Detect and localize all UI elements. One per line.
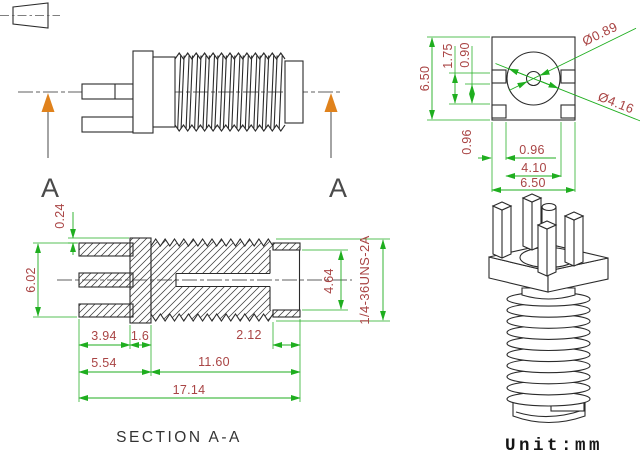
dim-flange-step: 0.24	[53, 203, 67, 229]
side-view: A A	[18, 50, 347, 203]
fork-bottom	[78, 303, 134, 318]
section-arrow-right-icon	[324, 93, 338, 112]
bore-outlines	[175, 250, 301, 310]
thread-profile	[174, 52, 286, 132]
dim-socket-bore: 4.64	[322, 268, 336, 294]
isometric-view	[488, 193, 609, 423]
fork-top	[78, 242, 134, 257]
flange-view: 6.50 1.75 0.90 0.96 0.96 4.10 6.50 Ø0.89…	[418, 19, 640, 193]
dim-pin-spacing: 4.10	[521, 161, 547, 175]
dim-front-length: 5.54	[91, 356, 117, 370]
dim-center-pin-dia: Ø0.89	[580, 19, 620, 49]
iso-legs-and-pin	[491, 193, 585, 277]
ground-leg	[81, 116, 134, 133]
unit-label: Unit:mm	[505, 436, 603, 456]
dim-rear-length: 11.60	[198, 355, 230, 369]
dim-pin-offset-a: 1.75	[441, 43, 455, 69]
socket-wall-top	[272, 242, 301, 251]
neck	[152, 56, 176, 128]
section-view: 0.24 6.02 3.94 1.6 2.12 5.54 11.60 17.14…	[24, 203, 390, 446]
dim-overall-length: 17.14	[173, 383, 206, 397]
iso-threaded-body	[506, 287, 591, 423]
section-arrow-left-icon	[41, 93, 55, 112]
section-caption: SECTION A-A	[116, 429, 242, 446]
dim-socket-depth: 2.12	[236, 328, 262, 342]
section-marker-left: A	[41, 173, 59, 203]
section-marker-right: A	[329, 173, 347, 203]
flange-dimension-lines	[429, 27, 640, 193]
dim-recess-dia: Ø4.16	[596, 89, 636, 117]
dim-neck-length: 1.6	[131, 329, 149, 343]
dim-pin-offset-b: 0.90	[458, 42, 472, 68]
center-pin	[81, 83, 134, 100]
pin-bore	[176, 273, 270, 287]
thread-spec-label: 1/4-36UNS-2A	[357, 235, 372, 324]
dim-pin-size-side: 0.96	[460, 129, 474, 155]
dim-flange-height: 6.50	[418, 66, 432, 92]
dim-slot-height: 6.02	[24, 267, 38, 293]
projection-symbol	[0, 2, 60, 29]
dim-pin-size-bottom: 0.96	[519, 143, 545, 157]
socket-wall-bottom	[272, 309, 301, 318]
end-cap	[284, 60, 304, 124]
frustum-symbol-outline	[12, 2, 49, 29]
flange-section	[129, 237, 152, 324]
flange-body	[132, 50, 154, 134]
dim-leg-length: 3.94	[91, 329, 117, 343]
dim-flange-width: 6.50	[520, 176, 546, 190]
section-dimension-lines	[35, 212, 386, 401]
flange-extension-lines	[427, 36, 576, 192]
leg-pads	[491, 69, 576, 119]
